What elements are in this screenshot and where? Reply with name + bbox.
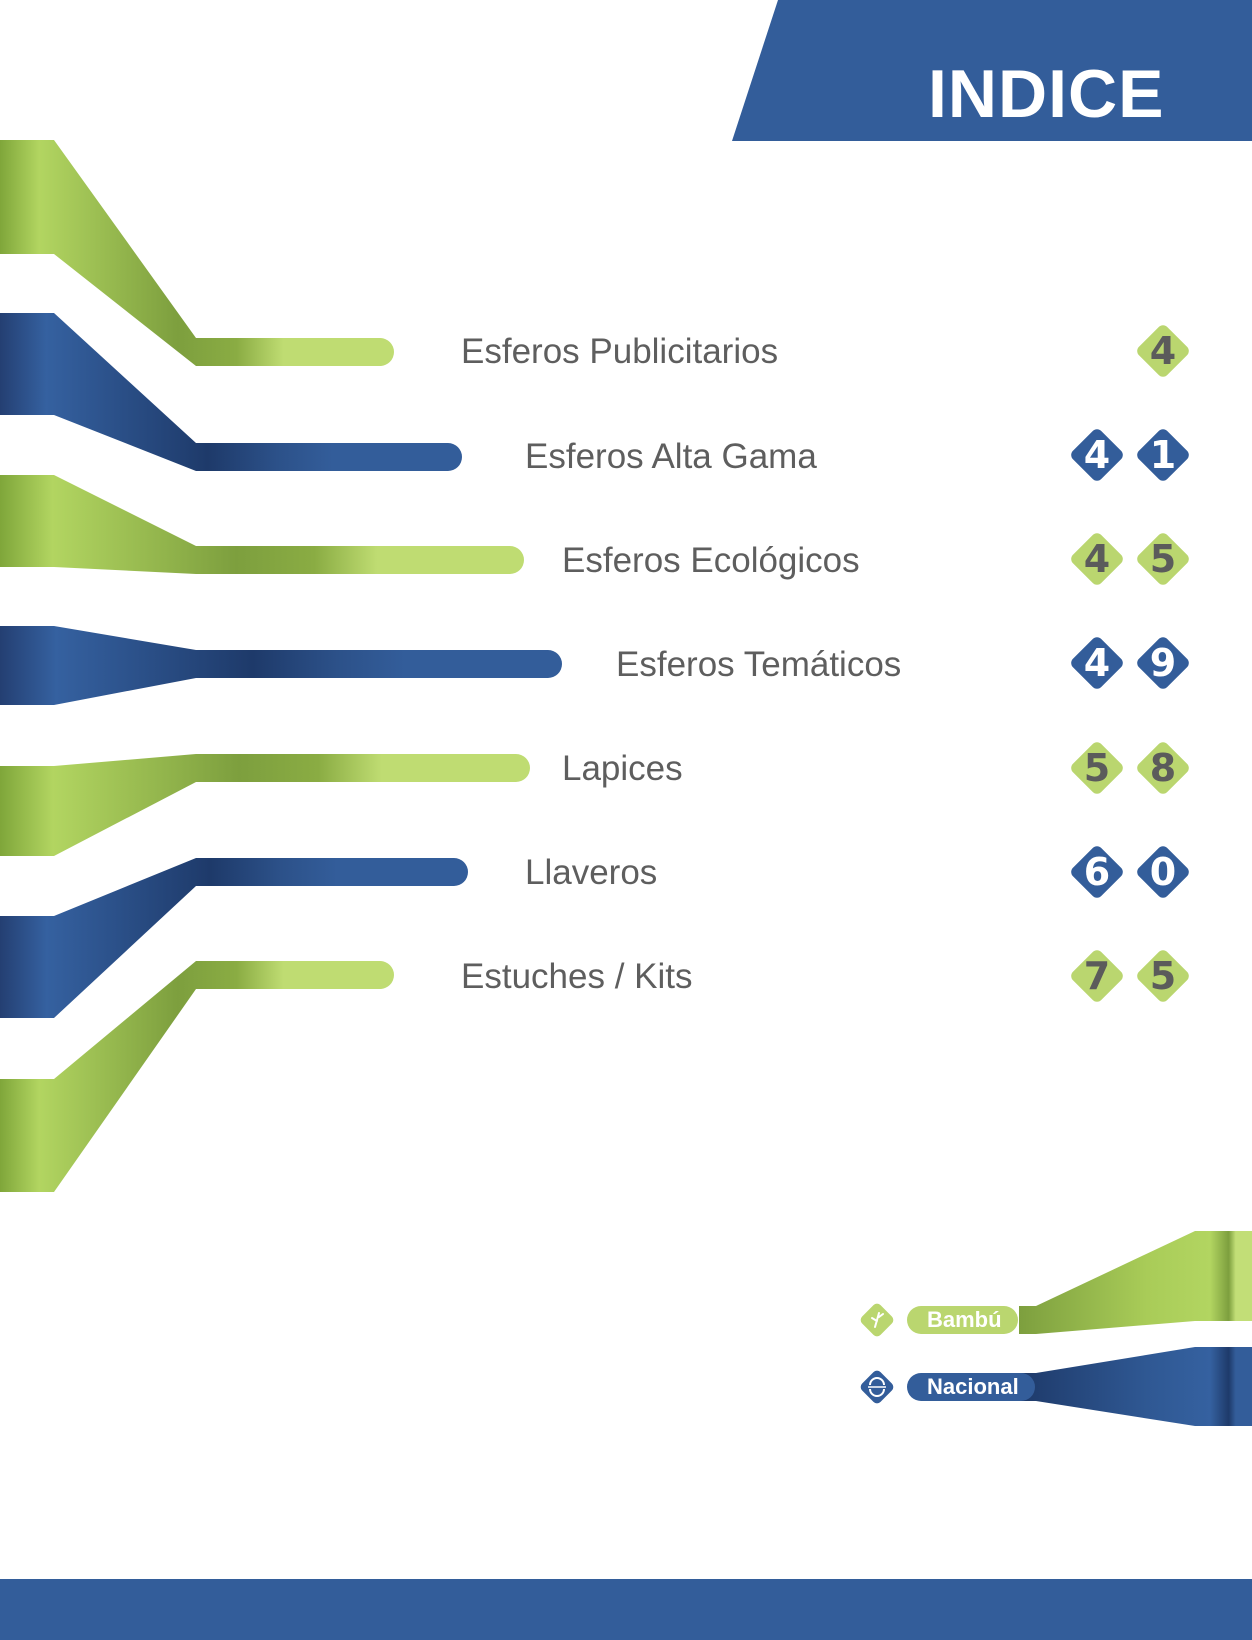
header-banner [732,0,1252,141]
index-label-estuches-kits: Estuches / Kits [461,957,693,996]
ribbon-3 [0,475,524,574]
legend-label-bambu: Bambú [907,1306,1018,1334]
ribbon-5 [0,754,530,856]
page-digit-diamond: 4 [1068,426,1126,484]
index-label-esferos-alta-gama: Esferos Alta Gama [525,437,817,476]
legend-ribbon-blue [1019,1347,1252,1426]
footer-bar [0,1579,1252,1640]
page-number-esferos-publicitarios: 4 [1134,322,1192,382]
page-number-esferos-tematicos: 4 9 [1068,634,1192,694]
index-label-esferos-publicitarios: Esferos Publicitarios [461,332,779,371]
page-digit-diamond: 6 [1068,843,1126,901]
page-digit-diamond: 5 [1068,739,1126,797]
page-number-lapices: 5 8 [1068,739,1192,799]
page-digit-diamond: 8 [1134,739,1192,797]
page-digit-diamond: 9 [1134,634,1192,692]
index-label-esferos-ecologicos: Esferos Ecológicos [562,541,860,580]
ribbon-2 [0,313,462,471]
index-label-llaveros: Llaveros [525,853,658,892]
ribbon-6 [0,858,468,1018]
national-icon [855,1365,899,1409]
page-number-esferos-alta-gama: 4 1 [1068,426,1192,486]
page-digit-diamond: 4 [1068,634,1126,692]
page-digit-diamond: 4 [1134,322,1192,380]
page-number-esferos-ecologicos: 4 5 [1068,530,1192,590]
page-title: INDICE [928,56,1165,132]
page-number-llaveros: 6 0 [1068,843,1192,903]
legend-item-nacional: Nacional [855,1367,1035,1407]
page-digit-diamond: 5 [1134,530,1192,588]
page-digit-diamond: 0 [1134,843,1192,901]
page-digit-diamond: 7 [1068,947,1126,1005]
ribbon-1 [0,140,394,366]
ribbon-4 [0,626,562,705]
legend-ribbon-green [1019,1231,1252,1334]
legend-label-nacional: Nacional [907,1373,1035,1401]
ribbon-7 [0,961,394,1192]
page-number-estuches-kits: 7 5 [1068,947,1192,1007]
legend-item-bambu: Bambú [855,1300,1018,1340]
page-digit-diamond: 1 [1134,426,1192,484]
index-label-esferos-tematicos: Esferos Temáticos [616,645,902,684]
index-label-lapices: Lapices [562,749,683,788]
page-digit-diamond: 4 [1068,530,1126,588]
bamboo-icon [855,1298,899,1342]
page-digit-diamond: 5 [1134,947,1192,1005]
